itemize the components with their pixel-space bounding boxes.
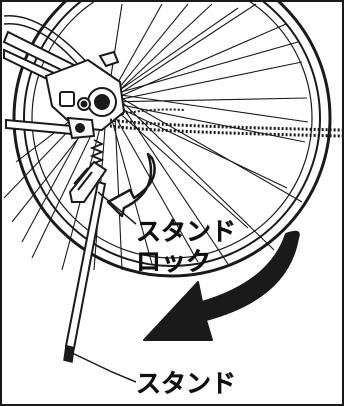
leader-line-lock (97, 191, 137, 225)
stand-label: スタンド (136, 369, 237, 398)
stand-lock-label-line1: スタンド (136, 217, 237, 246)
stand-leg (63, 180, 107, 363)
stand-lock-label-line2: ロック (136, 247, 212, 276)
leader-line-stand (69, 351, 137, 383)
curved-arrow-icon (106, 152, 156, 218)
wheel-rim (12, 2, 332, 278)
large-curved-arrow-icon (143, 230, 300, 341)
hub-bracket (44, 50, 126, 140)
brake-cable (109, 108, 342, 138)
stand-lock-lever (68, 160, 108, 203)
